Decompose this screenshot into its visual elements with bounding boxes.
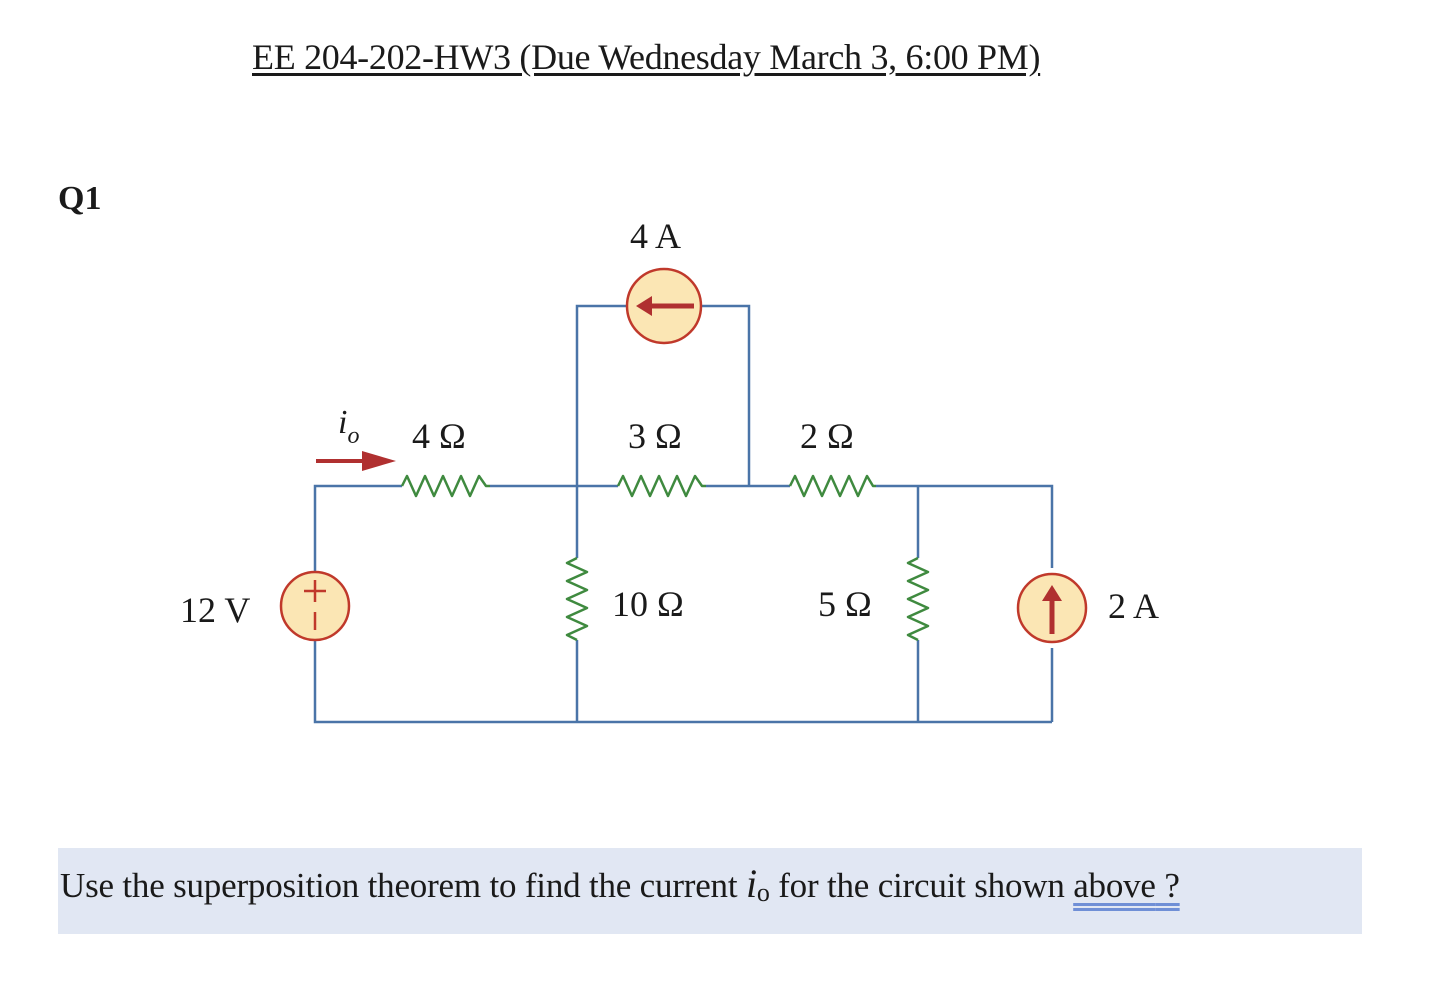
wire-4a-right — [701, 304, 751, 486]
label-5ohm: 5 Ω — [818, 584, 872, 624]
label-io-sub: o — [347, 423, 359, 449]
question-trailing[interactable]: ? — [1155, 866, 1180, 905]
question-text: Use the superposition theorem to find th… — [60, 860, 1180, 908]
label-4a: 4 A — [630, 216, 681, 256]
label-io-main: i — [338, 404, 347, 441]
question-number: Q1 — [58, 180, 102, 217]
label-3ohm: 3 Ω — [628, 416, 682, 456]
label-4ohm: 4 Ω — [412, 416, 466, 456]
label-2a: 2 A — [1108, 586, 1159, 626]
question-variable-sub: o — [756, 878, 770, 907]
current-source-2a — [1016, 572, 1088, 644]
wire-4a-left — [575, 304, 627, 486]
voltage-source-12v — [279, 570, 351, 642]
resistor-5ohm — [906, 556, 930, 642]
question-text-after: for the circuit shown — [769, 866, 1074, 905]
resistor-2ohm — [788, 474, 876, 498]
wire-left-bottom — [313, 640, 1052, 724]
question-linked-word[interactable]: above — [1073, 866, 1156, 905]
question-highlight-box — [58, 848, 1362, 934]
resistor-10ohm — [565, 556, 589, 642]
label-2ohm: 2 Ω — [800, 416, 854, 456]
wire-left-top — [313, 484, 402, 572]
label-10ohm: 10 Ω — [612, 584, 684, 624]
current-source-4a — [625, 267, 703, 345]
assignment-title: EE 204-202-HW3 (Due Wednesday March 3, 6… — [252, 37, 1041, 77]
label-io: io — [338, 404, 359, 449]
question-text-before: Use the superposition theorem to find th… — [60, 866, 746, 905]
resistor-4ohm — [400, 474, 490, 498]
question-variable: i — [745, 861, 757, 906]
label-12v: 12 V — [180, 590, 250, 630]
resistor-3ohm — [616, 474, 706, 498]
wires — [313, 304, 1054, 724]
question-link-above[interactable]: above ? — [1073, 866, 1180, 905]
current-io-arrow — [316, 451, 396, 471]
wire-r3-right — [876, 484, 1054, 568]
